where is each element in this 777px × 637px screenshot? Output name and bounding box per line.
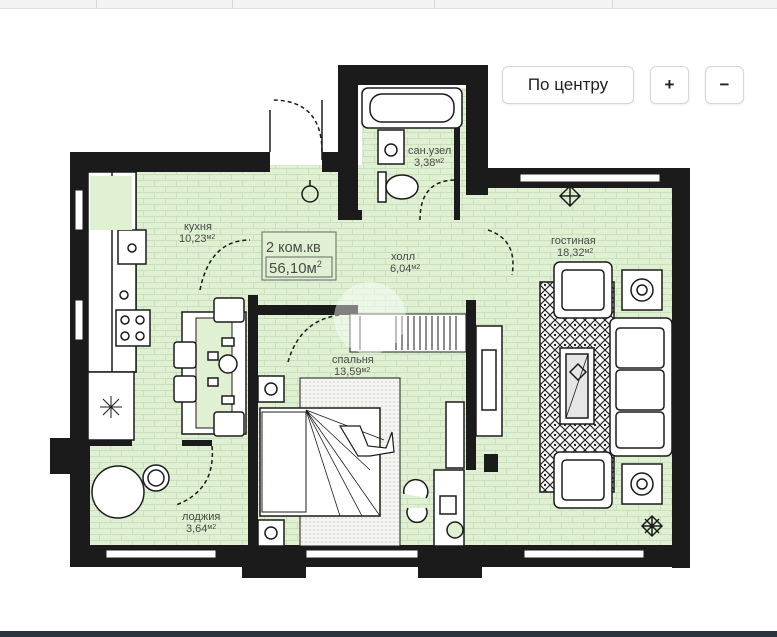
coffee-table <box>559 347 595 425</box>
room-label-bathroom: сан.узел 3,38м2 <box>408 145 451 169</box>
room-area-value: 6,04 <box>390 263 411 275</box>
kitchen-counter <box>87 171 151 441</box>
room-area: 3,64м2 <box>186 523 216 535</box>
room-area-unit: м2 <box>411 264 420 271</box>
room-area-unit: м2 <box>207 524 216 531</box>
bottom-bar <box>0 631 777 637</box>
floor-plan: 2 ком.кв 56,10м2 кухня 10,23м2 сан.узел … <box>50 65 690 578</box>
room-area: 3,38м2 <box>414 157 444 169</box>
windows <box>74 173 661 559</box>
room-area-value: 3,38 <box>414 157 435 169</box>
room-area-value: 18,32 <box>557 247 585 259</box>
room-label-loggia: лоджия 3,64м2 <box>182 511 220 535</box>
total-area-value: 56,10м <box>269 260 317 277</box>
room-area: 18,32м2 <box>557 247 593 259</box>
room-area-value: 10,23 <box>179 233 207 245</box>
center-button-label: По центру <box>527 75 609 94</box>
divider <box>612 0 613 8</box>
center-button[interactable]: По центру <box>502 66 634 104</box>
loggia-table <box>91 464 170 519</box>
room-area: 6,04м2 <box>390 263 420 275</box>
tv-unit <box>475 325 503 437</box>
total-area-sup: 2 <box>317 259 322 269</box>
room-area-unit: м2 <box>435 158 444 165</box>
browser-top-strip <box>0 0 777 9</box>
armchairs <box>553 261 663 509</box>
zoom-out-button[interactable]: − <box>705 66 744 104</box>
room-area-unit: м2 <box>207 234 216 241</box>
plants <box>301 180 664 538</box>
room-name: лоджия <box>182 511 220 523</box>
room-name: кухня <box>184 221 212 233</box>
plus-icon: + <box>664 75 675 94</box>
room-label-hall: холл 6,04м2 <box>390 251 420 275</box>
bathroom-fixtures <box>361 87 463 203</box>
divider <box>96 0 97 8</box>
apartment-type: 2 ком.кв <box>266 240 321 256</box>
room-area-value: 13,59 <box>334 366 362 378</box>
desk <box>403 401 465 547</box>
doors <box>175 99 514 506</box>
dining-table <box>173 297 247 437</box>
divider <box>232 0 233 8</box>
room-name: спальня <box>332 354 374 366</box>
room-area: 13,59м2 <box>334 366 370 378</box>
room-label-kitchen: кухня 10,23м2 <box>179 221 215 245</box>
room-area-value: 3,64 <box>186 523 207 535</box>
minus-icon: − <box>719 75 730 94</box>
apartment-info <box>261 231 337 281</box>
room-area-unit: м2 <box>362 367 371 374</box>
room-name: холл <box>391 251 415 263</box>
bed <box>257 375 395 547</box>
zoom-in-button[interactable]: + <box>650 66 689 104</box>
total-area: 56,10м2 <box>269 259 322 277</box>
watermark <box>334 282 406 354</box>
room-label-bedroom: спальня 13,59м2 <box>332 354 374 378</box>
room-name: гостиная <box>551 235 596 247</box>
divider <box>434 0 435 8</box>
walls <box>50 65 690 578</box>
room-label-living: гостиная 18,32м2 <box>551 235 596 259</box>
wardrobe <box>349 313 467 353</box>
room-area-unit: м2 <box>585 248 594 255</box>
room-area: 10,23м2 <box>179 233 215 245</box>
sofa <box>609 317 673 457</box>
room-name: сан.узел <box>408 145 451 157</box>
floor-plan-viewer[interactable]: 2 ком.кв 56,10м2 кухня 10,23м2 сан.узел … <box>46 65 691 578</box>
